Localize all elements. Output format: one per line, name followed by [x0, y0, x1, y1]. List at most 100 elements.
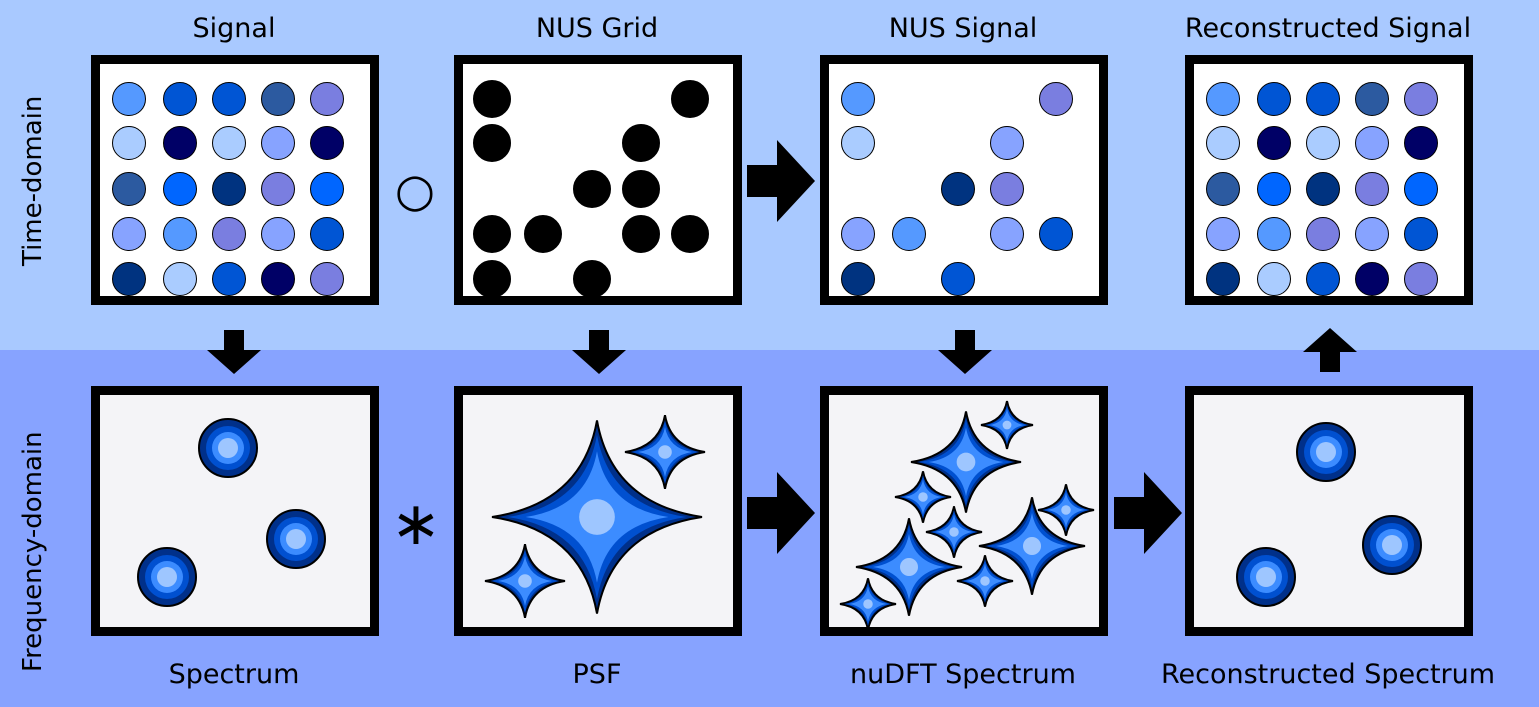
nudft-peak: [980, 400, 1034, 450]
reconstructed-signal-point: [1404, 172, 1438, 206]
reconstructed-signal-point: [1306, 217, 1340, 251]
reconstructed-signal-title: Reconstructed Signal: [1184, 13, 1472, 44]
reconstructed-signal-point: [1306, 172, 1340, 206]
reconstructed-signal-point: [1306, 262, 1340, 296]
reconstructed-signal-point: [1355, 217, 1389, 251]
spectrum-title: Spectrum: [168, 659, 300, 690]
signal-point: [212, 82, 246, 116]
reconstructed-signal-point: [1257, 262, 1291, 296]
down-arrow-icon: [938, 330, 992, 374]
signal-point: [212, 172, 246, 206]
nus-grid-panel: [454, 55, 742, 305]
nus-signal-point: [990, 172, 1024, 206]
reconstructed-signal-point: [1257, 82, 1291, 116]
reconstructed-signal-panel: [1185, 55, 1473, 305]
signal-point: [212, 262, 246, 296]
signal-point: [261, 217, 295, 251]
signal-point: [112, 217, 146, 251]
reconstructed-signal-point: [1257, 172, 1291, 206]
nudft-peak: [839, 578, 897, 630]
spectrum-panel: [91, 386, 379, 636]
time-domain-label: Time-domain: [18, 95, 48, 266]
nus-grid-point: [671, 215, 709, 253]
reconstructed-signal-point: [1404, 126, 1438, 160]
right-arrow-icon: [1114, 472, 1182, 554]
signal-point: [163, 172, 197, 206]
signal-point: [310, 172, 344, 206]
nus-signal-point: [841, 82, 875, 116]
down-arrow-icon: [572, 330, 626, 374]
nudft-peak: [956, 555, 1014, 607]
nus-signal-panel: [820, 55, 1108, 305]
psf-title: PSF: [572, 659, 622, 690]
nudft-peak: [978, 497, 1086, 595]
reconstructed-signal-point: [1306, 82, 1340, 116]
signal-point: [261, 82, 295, 116]
signal-panel: [91, 55, 379, 305]
nus-signal-point: [941, 172, 975, 206]
nus-signal-point: [841, 217, 875, 251]
nudft-spectrum-title: nuDFT Spectrum: [850, 659, 1076, 690]
nus-signal-point: [990, 126, 1024, 160]
reconstructed-signal-point: [1206, 262, 1240, 296]
nudft-spectrum-panel: [820, 386, 1108, 636]
nus-grid-point: [573, 170, 611, 208]
nus-signal-point: [841, 126, 875, 160]
psf-plot: [484, 415, 706, 618]
reconstructed-spectrum-plot: [1236, 422, 1422, 607]
nus-grid-point: [622, 124, 660, 162]
reconstructed-signal-point: [1355, 82, 1389, 116]
reconstructed-signal-point: [1306, 126, 1340, 160]
signal-point: [112, 262, 146, 296]
hadamard-operator: ○: [394, 163, 436, 217]
reconstructed-peak: [1236, 547, 1296, 607]
nudft-peak: [925, 506, 983, 558]
signal-point: [261, 126, 295, 160]
psf-side-peak: [484, 544, 566, 618]
reconstructed-signal-point: [1404, 262, 1438, 296]
nus-grid-point: [473, 80, 511, 118]
signal-point: [112, 172, 146, 206]
nus-grid-point: [524, 215, 562, 253]
signal-point: [163, 82, 197, 116]
signal-point: [163, 262, 197, 296]
spectrum-plot: [137, 418, 326, 607]
nus-signal-point: [990, 217, 1024, 251]
nus-grid-point: [573, 260, 611, 298]
reconstructed-signal-point: [1206, 82, 1240, 116]
nus-grid-point: [473, 260, 511, 298]
psf-panel: [454, 386, 742, 636]
nus-grid-point: [473, 124, 511, 162]
nudft-peak: [894, 471, 952, 523]
signal-point: [310, 262, 344, 296]
spectrum-peak: [266, 509, 326, 569]
signal-point: [112, 126, 146, 160]
reconstructed-signal-point: [1404, 82, 1438, 116]
down-arrow-icon: [207, 330, 261, 374]
nus-signal-point: [1039, 82, 1073, 116]
signal-point: [310, 126, 344, 160]
spectrum-peak: [137, 547, 197, 607]
nus-grid-point: [473, 215, 511, 253]
psf-side-peak: [624, 415, 706, 489]
reconstructed-peak: [1362, 515, 1422, 575]
signal-point: [163, 217, 197, 251]
reconstructed-signal-point: [1404, 217, 1438, 251]
reconstructed-signal-point: [1257, 126, 1291, 160]
nus-grid-point: [622, 170, 660, 208]
reconstructed-spectrum-title: Reconstructed Spectrum: [1160, 659, 1496, 690]
reconstructed-signal-point: [1355, 172, 1389, 206]
right-arrow-icon: [747, 140, 815, 222]
right-arrow-icon: [747, 472, 815, 554]
signal-point: [163, 126, 197, 160]
spectrum-peak: [198, 418, 258, 478]
nus-signal-point: [892, 217, 926, 251]
nus-signal-point: [941, 262, 975, 296]
nus-grid-title: NUS Grid: [535, 13, 659, 44]
nudft-peak: [855, 518, 963, 616]
nus-grid-point: [671, 80, 709, 118]
nus-signal-point: [841, 262, 875, 296]
reconstructed-signal-point: [1355, 126, 1389, 160]
reconstructed-signal-point: [1355, 262, 1389, 296]
